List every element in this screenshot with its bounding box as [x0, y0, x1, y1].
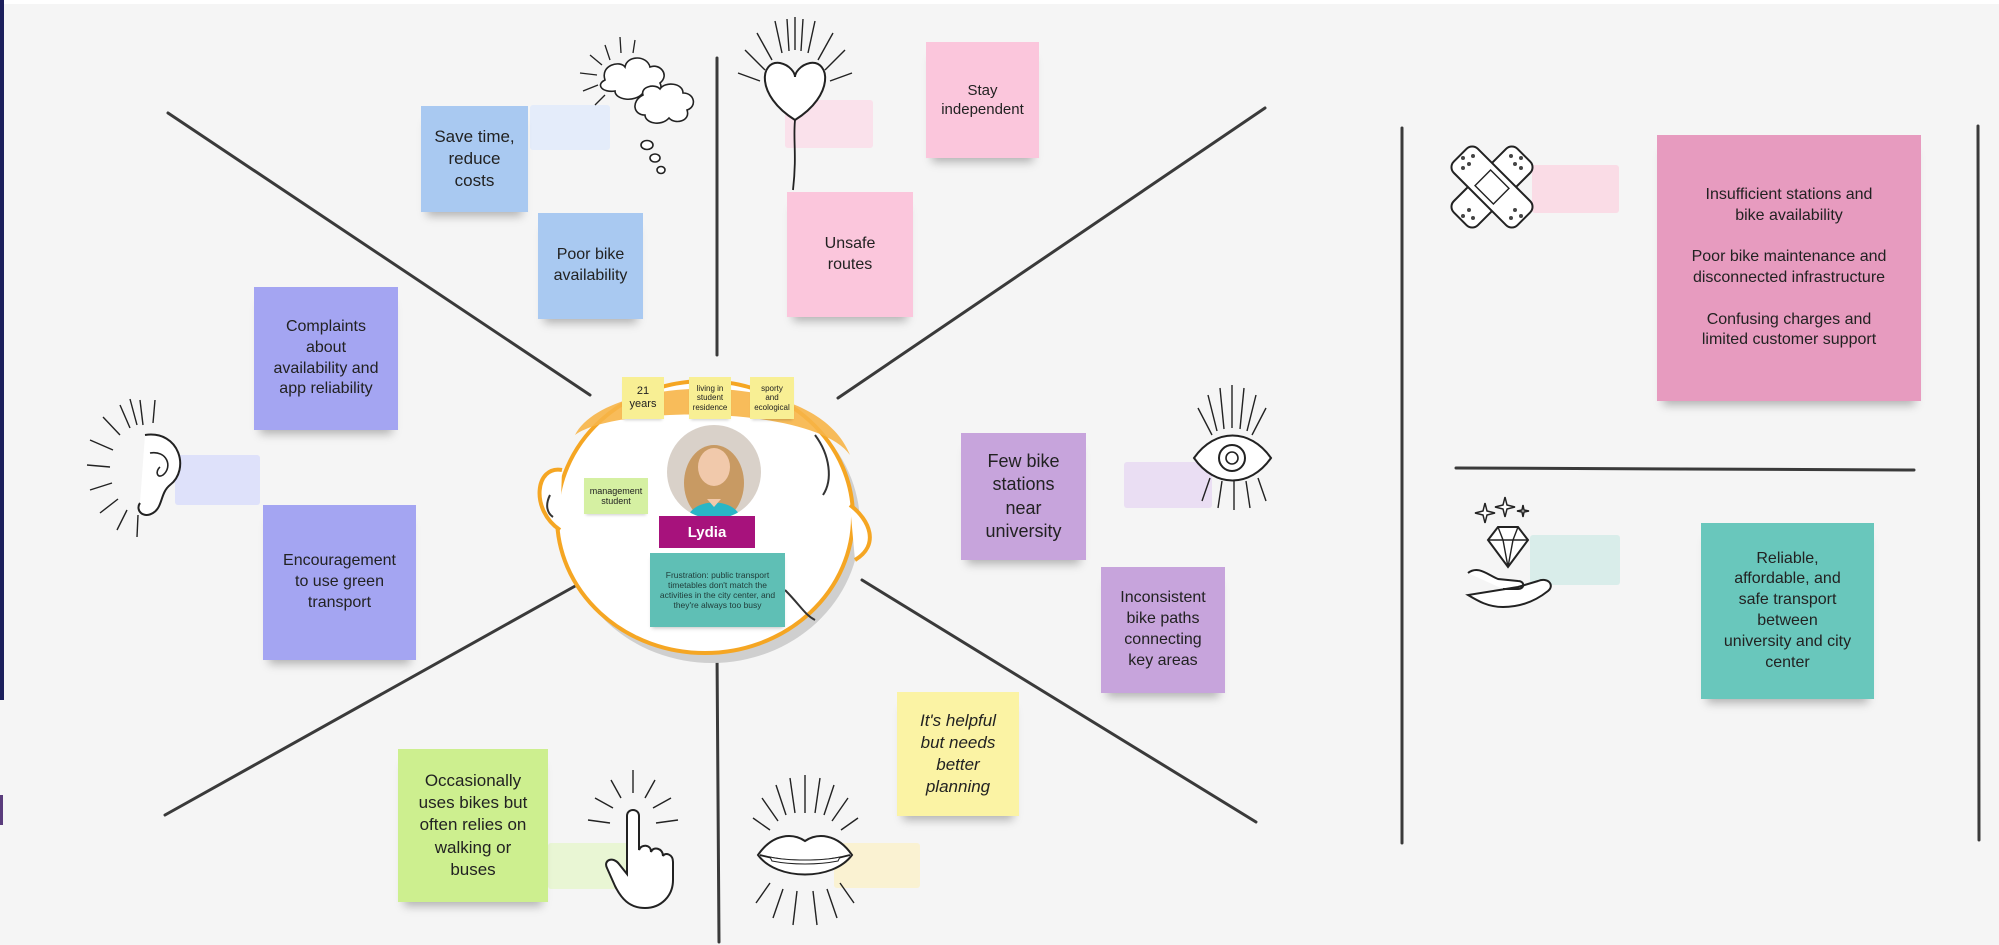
left-edge-marker [0, 795, 3, 825]
sticky-hear-complaints: Complaints about availability and app re… [254, 287, 398, 430]
divider-lower-right [860, 578, 1258, 824]
persona-tag-residence: living in student residence [689, 377, 731, 419]
persona-tag-age: 21 years [622, 377, 664, 419]
thought-cloud-icon [579, 36, 695, 175]
sticky-see-few-stations: Few bike stations near university [961, 433, 1086, 560]
sticky-say-helpful: It's helpful but needs better planning [897, 692, 1019, 816]
top-strip [0, 0, 1999, 4]
persona-name: Lydia [659, 516, 755, 548]
heart-balloon-icon [737, 17, 853, 191]
diamond-hand-icon [1465, 496, 1552, 609]
left-edge-bar [0, 0, 4, 700]
sticky-think-poor-availability: Poor bike availability [538, 213, 643, 319]
persona-tag-occupation: management student [584, 478, 648, 514]
eye-icon [1192, 385, 1273, 510]
bandage-icon [1450, 145, 1534, 229]
tape-see [1124, 462, 1212, 508]
sticky-gains: Reliable, affordable, and safe transport… [1701, 523, 1874, 699]
divider-bottom [715, 648, 721, 944]
divider-upper-left [166, 111, 592, 397]
avatar [667, 425, 761, 519]
sticky-pains: Insufficient stations and bike availabil… [1657, 135, 1921, 401]
tape-pains [1532, 165, 1619, 213]
divider-upper-right [836, 106, 1267, 400]
divider-right-right [1976, 124, 1981, 842]
divider-lower-left [163, 583, 579, 817]
pointing-hand-icon [587, 770, 679, 910]
sticky-think-save-time: Save time, reduce costs [421, 106, 528, 212]
tape-hear [175, 455, 260, 505]
sticky-hear-encouragement: Encouragement to use green transport [263, 505, 416, 660]
sticky-see-inconsistent-paths: Inconsistent bike paths connecting key a… [1101, 567, 1225, 693]
sticky-feel-stay-independent: Stay independent [926, 42, 1039, 158]
sticky-feel-unsafe-routes: Unsafe routes [787, 192, 913, 317]
sticky-do-occasionally-bikes: Occasionally uses bikes but often relies… [398, 749, 548, 902]
tape-gains [1530, 535, 1620, 585]
ear-icon [86, 398, 182, 538]
persona-frustration: Frustration: public transport timetables… [650, 553, 785, 627]
divider-right-middle [1454, 466, 1916, 472]
persona-tag-lifestyle: sporty and ecological [750, 377, 794, 419]
tape-think [530, 105, 610, 150]
lips-icon [752, 775, 859, 926]
